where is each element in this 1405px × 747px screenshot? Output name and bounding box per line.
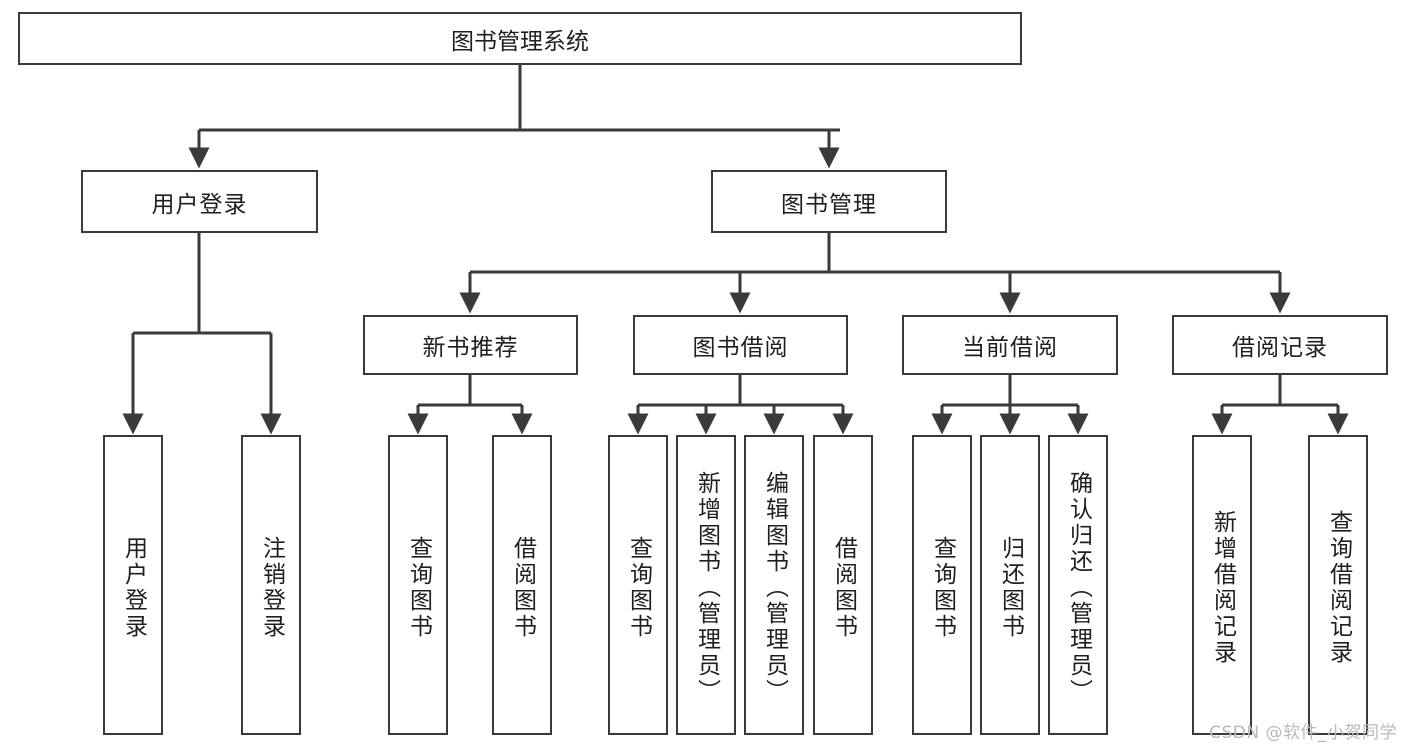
node-root[interactable]: 图书管理系统: [18, 12, 1022, 65]
leaf-label: 借阅图书: [509, 536, 536, 640]
node-new-book-recommend[interactable]: 新书推荐: [363, 315, 578, 375]
leaf-query-book-borrow[interactable]: 查询图书: [608, 435, 668, 735]
leaf-label: 查询借阅记录: [1325, 510, 1352, 666]
leaf-label: 新增借阅记录: [1209, 510, 1236, 666]
leaf-label: 用户登录: [120, 536, 147, 640]
node-user-login[interactable]: 用户登录: [81, 170, 318, 233]
leaf-add-borrow-record[interactable]: 新增借阅记录: [1192, 435, 1252, 735]
leaf-label: 确认归还（管理员）: [1065, 471, 1092, 705]
leaf-query-book-recommend[interactable]: 查询图书: [388, 435, 448, 735]
csdn-watermark: CSDN @软件_小贺同学: [1209, 723, 1397, 743]
node-borrow-record[interactable]: 借阅记录: [1172, 315, 1388, 375]
node-current-borrow[interactable]: 当前借阅: [902, 315, 1118, 375]
leaf-label: 编辑图书（管理员）: [761, 471, 788, 705]
leaf-label: 注销登录: [258, 536, 285, 640]
leaf-edit-book-admin[interactable]: 编辑图书（管理员）: [744, 435, 804, 735]
node-book-borrow[interactable]: 图书借阅: [633, 315, 848, 375]
node-book-management[interactable]: 图书管理: [711, 170, 947, 233]
leaf-query-book-current[interactable]: 查询图书: [912, 435, 972, 735]
leaf-return-book[interactable]: 归还图书: [980, 435, 1040, 735]
leaf-label: 归还图书: [997, 536, 1024, 640]
leaf-label: 查询图书: [929, 536, 956, 640]
leaf-label: 借阅图书: [830, 536, 857, 640]
leaf-label: 新增图书（管理员）: [693, 471, 720, 705]
leaf-label: 查询图书: [625, 536, 652, 640]
leaf-add-book-admin[interactable]: 新增图书（管理员）: [676, 435, 736, 735]
leaf-confirm-return-admin[interactable]: 确认归还（管理员）: [1048, 435, 1108, 735]
leaf-user-login[interactable]: 用户登录: [103, 435, 163, 735]
leaf-borrow-book[interactable]: 借阅图书: [813, 435, 873, 735]
leaf-logout[interactable]: 注销登录: [241, 435, 301, 735]
leaf-label: 查询图书: [405, 536, 432, 640]
leaf-query-borrow-record[interactable]: 查询借阅记录: [1308, 435, 1368, 735]
leaf-borrow-book-recommend[interactable]: 借阅图书: [492, 435, 552, 735]
